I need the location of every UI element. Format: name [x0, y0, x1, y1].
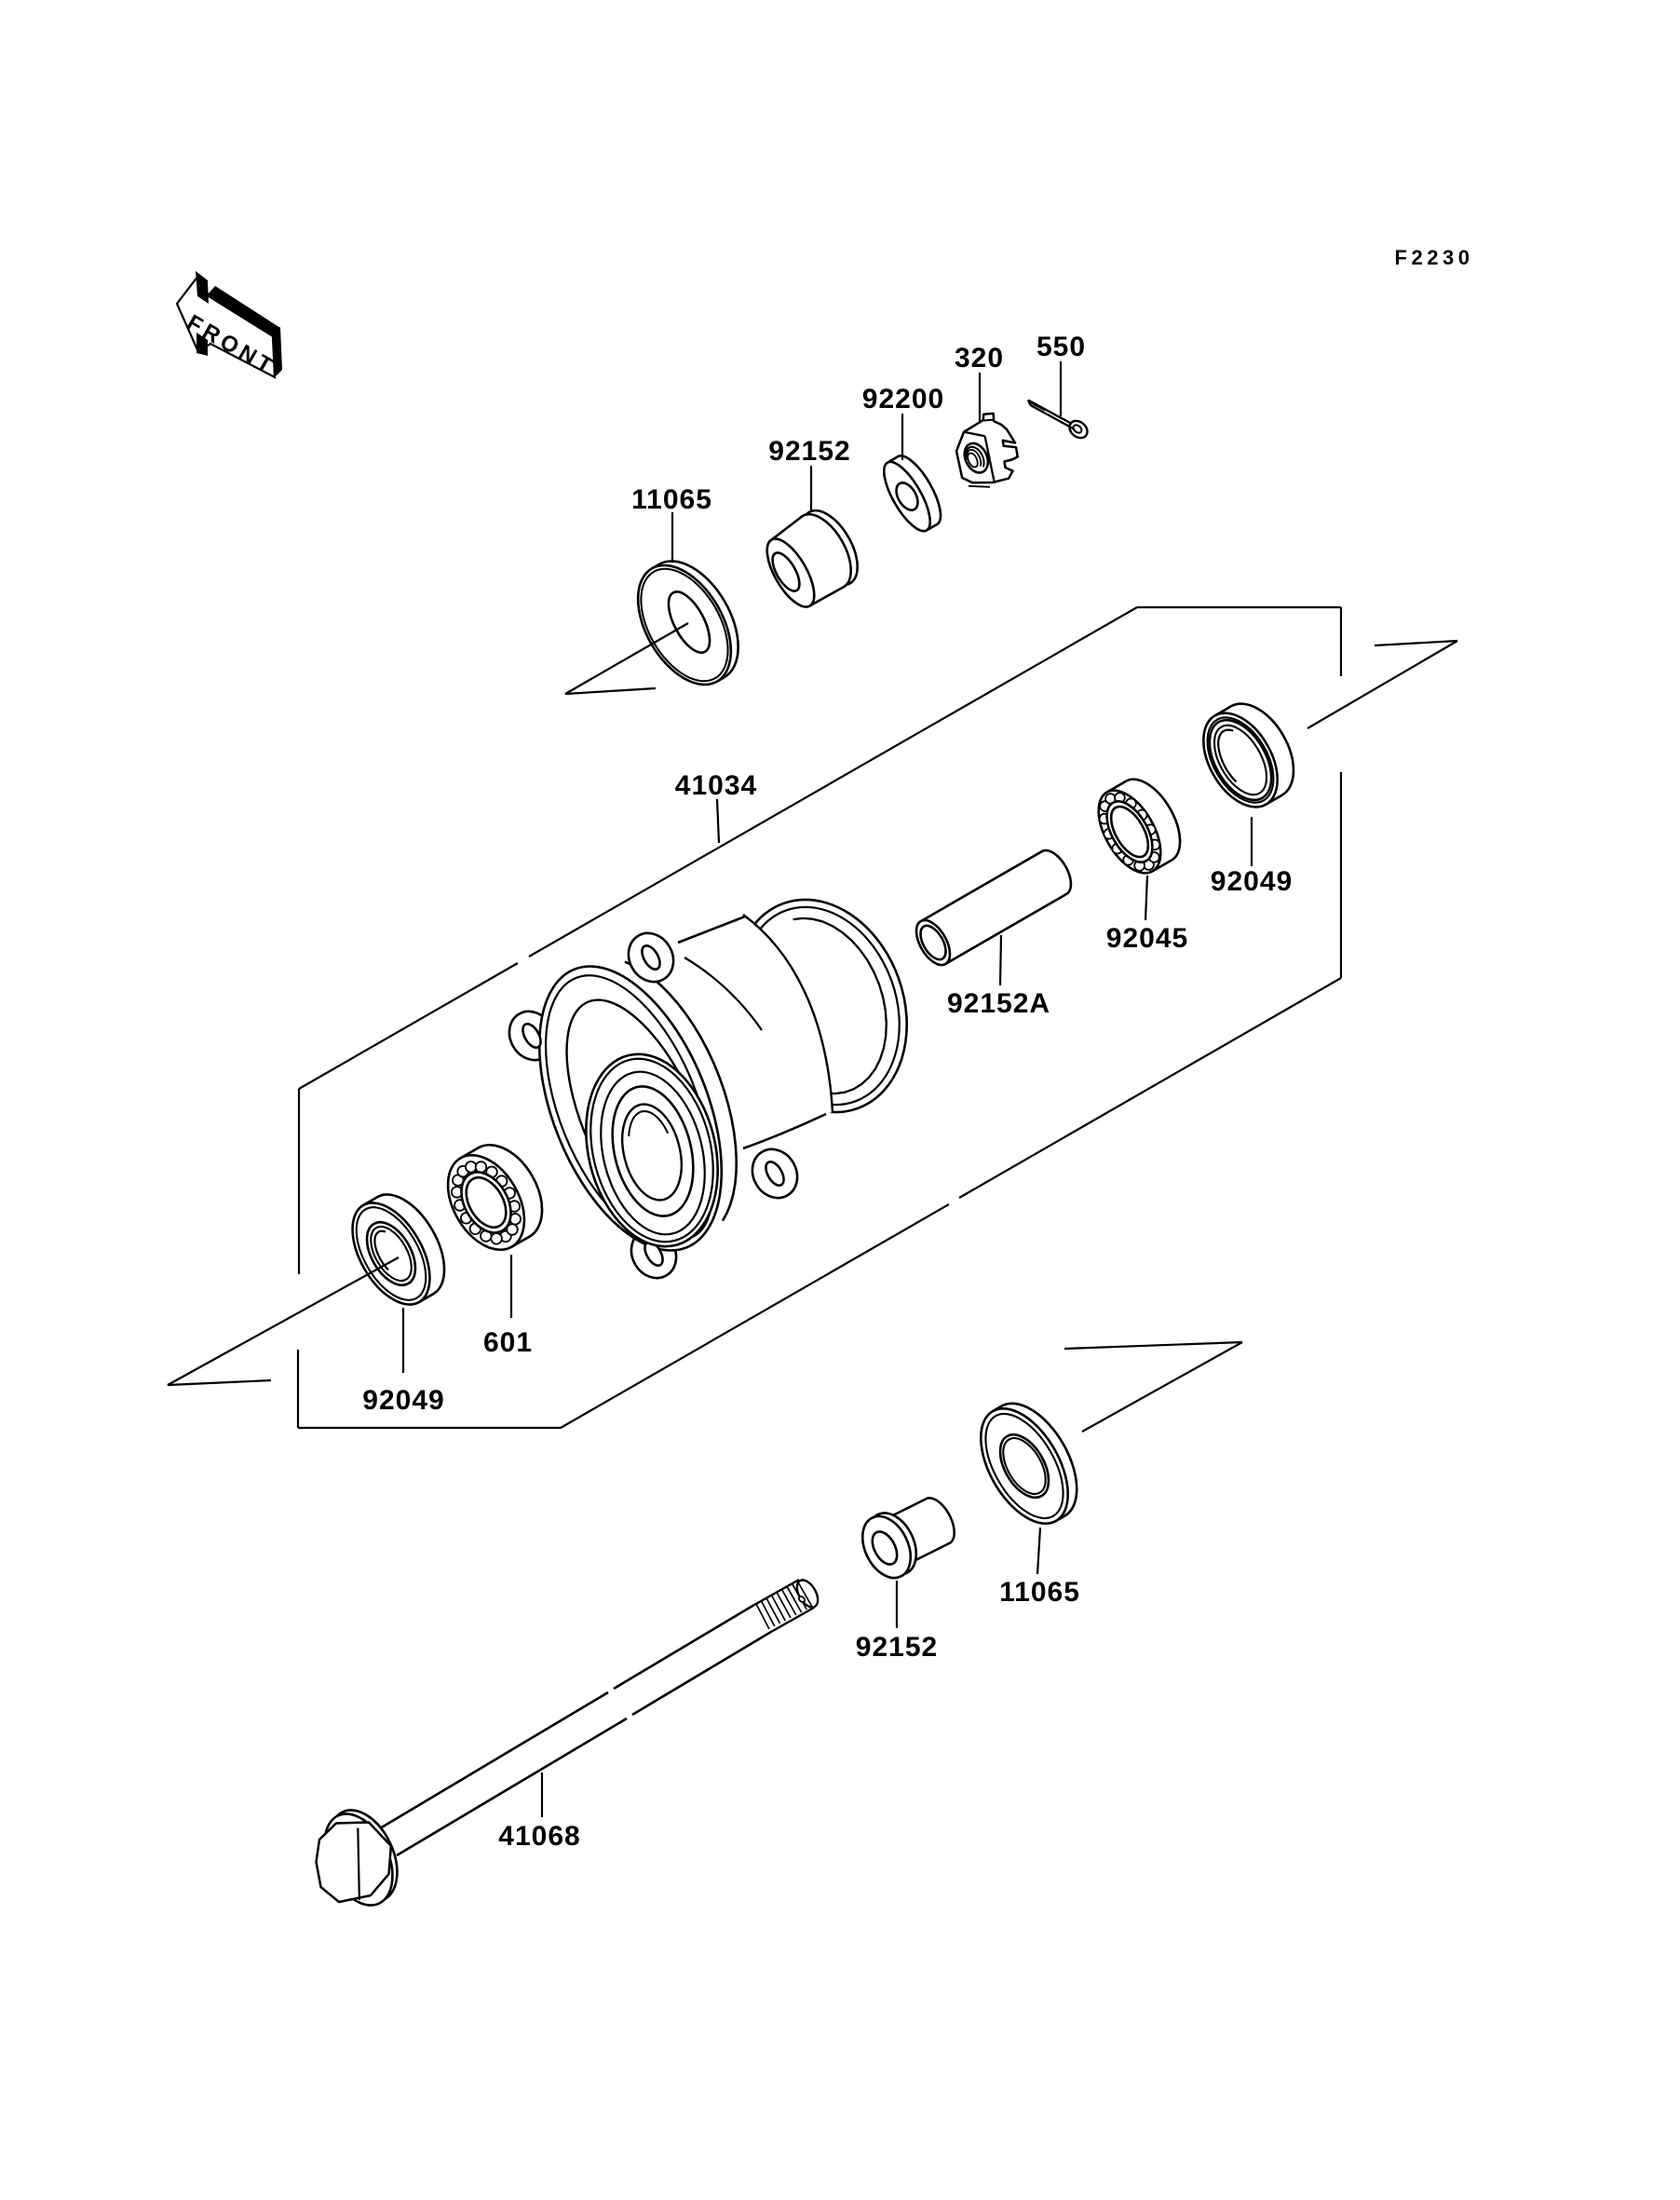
svg-text:320: 320 — [955, 343, 1004, 373]
svg-text:601: 601 — [483, 1327, 533, 1358]
svg-text:92049: 92049 — [1211, 866, 1293, 897]
svg-text:92152: 92152 — [856, 1632, 938, 1663]
svg-text:11065: 11065 — [999, 1577, 1080, 1608]
svg-text:92152: 92152 — [768, 436, 850, 467]
svg-text:41068: 41068 — [498, 1821, 580, 1852]
svg-text:11065: 11065 — [631, 484, 712, 515]
svg-text:550: 550 — [1036, 332, 1086, 362]
svg-text:92045: 92045 — [1106, 923, 1188, 954]
svg-text:F2230: F2230 — [1395, 246, 1474, 269]
svg-text:41034: 41034 — [675, 770, 757, 801]
svg-text:92049: 92049 — [362, 1385, 444, 1416]
svg-text:92152A: 92152A — [947, 988, 1050, 1019]
svg-text:92200: 92200 — [862, 384, 944, 414]
